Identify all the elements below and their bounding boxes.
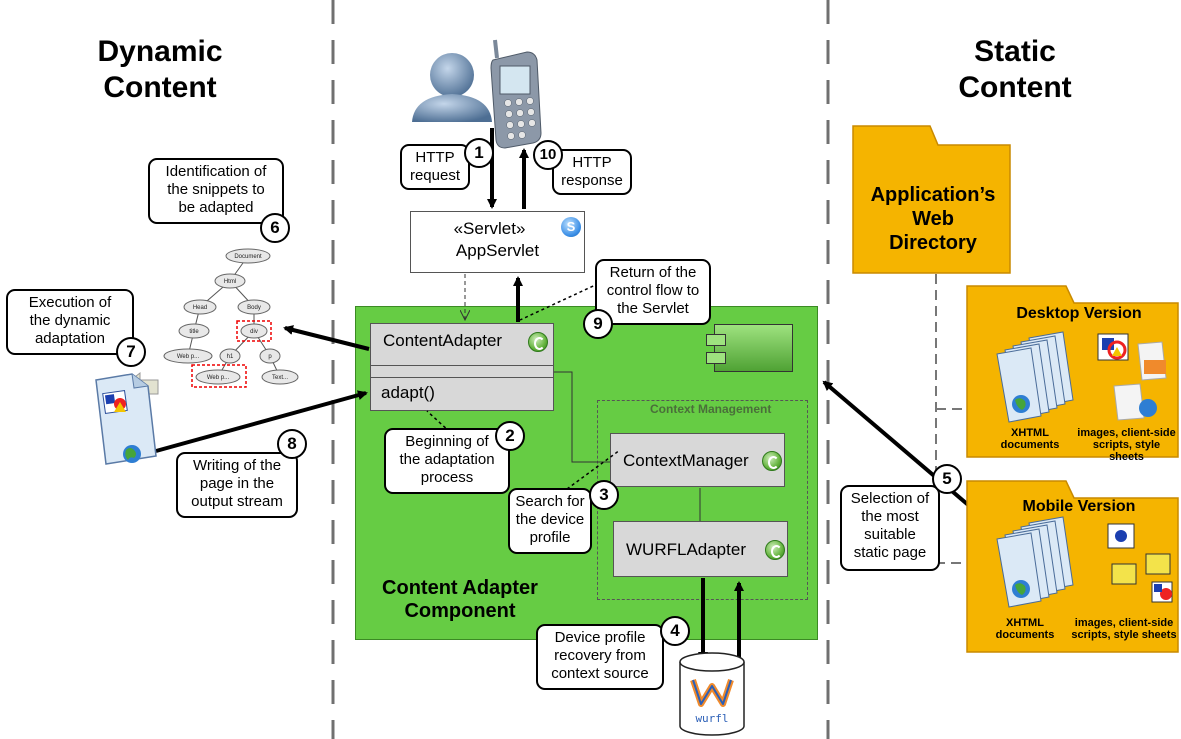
mobile-phone-icon bbox=[490, 39, 542, 149]
callout-writing: Writing of the page in the output stream bbox=[176, 452, 298, 518]
tree-node: title bbox=[189, 329, 199, 335]
step-5-badge: 5 bbox=[932, 464, 962, 494]
desktop-resources-label: images, client-side scripts, style sheet… bbox=[1077, 427, 1176, 463]
content-adapter-name: ContentAdapter bbox=[383, 331, 503, 350]
mobile-documents bbox=[996, 516, 1074, 608]
tree-node: Document bbox=[234, 254, 262, 260]
callout-return: Return of the control flow to the Servle… bbox=[595, 259, 711, 325]
tree-node: div bbox=[250, 329, 258, 335]
class-icon bbox=[765, 540, 785, 560]
component-title: Content Adapter Component bbox=[382, 577, 538, 622]
desktop-folder-label: Desktop Version bbox=[1016, 305, 1142, 322]
tree-node: Web p... bbox=[207, 375, 230, 381]
callout-beginning: Beginning of the adaptation process bbox=[384, 428, 510, 494]
servlet-stereotype: «Servlet» bbox=[453, 219, 526, 238]
callout-search: Search for the device profile bbox=[508, 488, 592, 554]
mobile-resources bbox=[1107, 523, 1173, 603]
desktop-resources bbox=[1097, 333, 1167, 421]
step-3-badge: 3 bbox=[589, 480, 619, 510]
mobile-folder-label: Mobile Version bbox=[1022, 498, 1136, 515]
wurfl-adapter-class: WURFLAdapter bbox=[613, 521, 788, 577]
pointer-3 bbox=[566, 449, 621, 490]
callout-http-request: HTTP request bbox=[400, 144, 470, 190]
callout-identification: Identification of the snippets to be ada… bbox=[148, 158, 284, 224]
component-icon bbox=[706, 324, 793, 372]
tree-node: p bbox=[268, 354, 272, 360]
app-servlet-box: «Servlet» AppServlet S bbox=[410, 211, 585, 273]
context-manager-name: ContextManager bbox=[623, 451, 749, 470]
tree-node: Html bbox=[224, 279, 236, 285]
servlet-name: AppServlet bbox=[455, 241, 540, 260]
web-directory-label: Application’s Web Directory bbox=[870, 184, 996, 254]
web-directory-folder bbox=[852, 125, 1011, 274]
heading-dynamic-content: Dynamic Content bbox=[97, 35, 223, 104]
tree-node: Head bbox=[193, 305, 207, 311]
wurfl-adapter-name: WURFLAdapter bbox=[626, 540, 746, 559]
heading-static-content: Static Content bbox=[958, 35, 1072, 104]
content-adapter-class: ContentAdapter adapt() bbox=[370, 323, 554, 411]
tree-node: Text... bbox=[272, 375, 288, 381]
web-page-icon bbox=[95, 373, 157, 465]
tree-arrow bbox=[283, 325, 370, 351]
selection-arrow bbox=[822, 380, 982, 517]
mobile-resources-label: images, client-side scripts, style sheet… bbox=[1071, 617, 1177, 641]
tree-node: Body bbox=[247, 305, 261, 311]
adapter-manager-link bbox=[554, 371, 610, 463]
callout-selection: Selection of the most suitable static pa… bbox=[840, 485, 940, 571]
step-8-badge: 8 bbox=[277, 429, 307, 459]
context-manager-class: ContextManager bbox=[610, 433, 785, 487]
step-4-badge: 4 bbox=[660, 616, 690, 646]
step-1-badge: 1 bbox=[464, 138, 494, 168]
desktop-xhtml-label: XHTML documents bbox=[1000, 427, 1060, 451]
class-icon bbox=[528, 332, 548, 352]
dom-tree-thumbnail: Document Html Head Body title div h1 p W… bbox=[163, 248, 299, 388]
step-6-badge: 6 bbox=[260, 213, 290, 243]
step-9-badge: 9 bbox=[583, 309, 613, 339]
pointer-2 bbox=[426, 410, 451, 433]
wurfl-logo-text: wurfl bbox=[695, 712, 728, 725]
step-2-badge: 2 bbox=[495, 421, 525, 451]
user-icon bbox=[412, 53, 492, 122]
step-7-badge: 7 bbox=[116, 337, 146, 367]
context-management-label: Context Management bbox=[650, 402, 772, 416]
tree-node: Web p... bbox=[177, 354, 200, 360]
step-10-badge: 10 bbox=[533, 140, 563, 170]
mobile-xhtml-label: XHTML documents bbox=[995, 617, 1055, 641]
write-arrow bbox=[155, 390, 368, 453]
callout-execution: Execution of the dynamic adaptation bbox=[6, 289, 134, 355]
callout-device-profile: Device profile recovery from context sou… bbox=[536, 624, 664, 690]
wurfl-database: wurfl bbox=[679, 652, 745, 736]
class-icon bbox=[762, 451, 782, 471]
servlet-icon: S bbox=[561, 217, 581, 237]
desktop-documents bbox=[996, 331, 1074, 423]
tree-node: h1 bbox=[227, 354, 234, 360]
callout-http-response: HTTP response bbox=[552, 149, 632, 195]
adapt-method: adapt() bbox=[381, 383, 435, 402]
